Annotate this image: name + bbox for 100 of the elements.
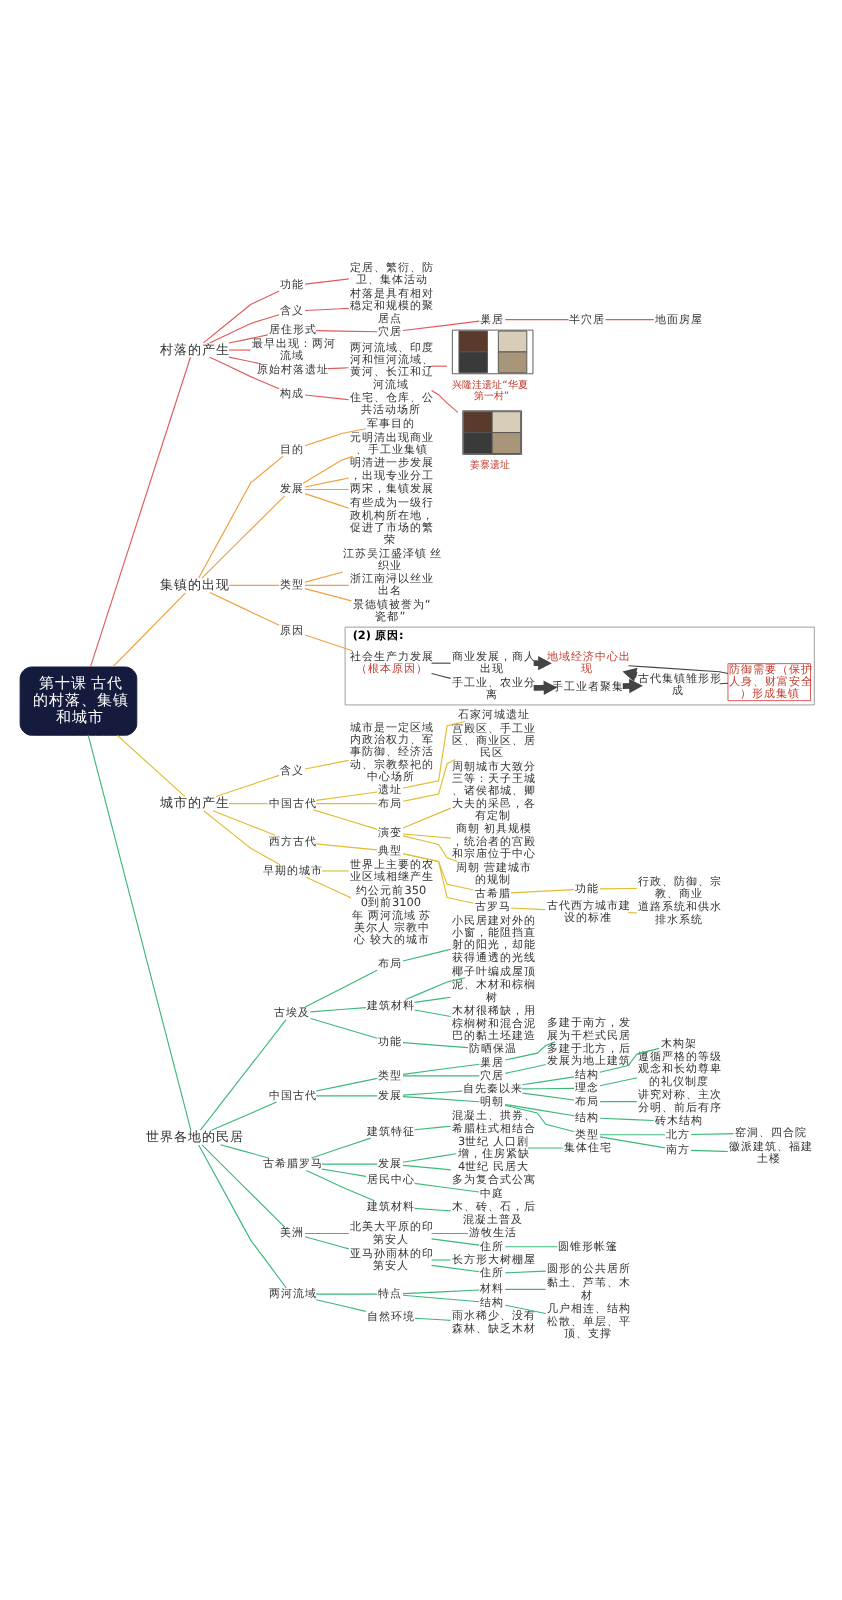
connector — [599, 1135, 666, 1148]
connector — [690, 1148, 729, 1152]
connector — [402, 1095, 480, 1102]
connector — [315, 1094, 378, 1096]
connector — [304, 492, 350, 508]
connector — [304, 476, 350, 487]
connector — [402, 1062, 480, 1074]
connector — [402, 1293, 480, 1302]
connector — [599, 1116, 655, 1121]
connector — [201, 1143, 286, 1227]
connector — [215, 773, 280, 797]
connector — [209, 313, 280, 343]
connector — [321, 869, 350, 871]
connector — [414, 1124, 452, 1130]
connector — [430, 661, 452, 663]
connector — [310, 1136, 372, 1158]
connector — [430, 1237, 480, 1245]
connector — [210, 1100, 278, 1130]
connector — [305, 875, 352, 898]
connector — [209, 590, 280, 625]
connector — [312, 808, 378, 829]
connector — [304, 393, 350, 400]
connector — [402, 1152, 457, 1162]
connector — [402, 720, 466, 788]
connector — [402, 852, 475, 903]
connector — [304, 487, 350, 490]
connector — [431, 388, 459, 412]
connector — [315, 842, 378, 850]
connector — [414, 1181, 480, 1192]
connector — [201, 494, 286, 578]
connector — [402, 947, 452, 961]
connector — [430, 1231, 469, 1233]
connector — [414, 995, 452, 1002]
connector — [304, 1231, 350, 1233]
connector — [116, 733, 186, 796]
connector — [521, 1091, 575, 1100]
connector — [599, 1133, 666, 1135]
connector — [510, 888, 575, 893]
connector — [521, 1086, 575, 1089]
connector — [304, 427, 367, 446]
connector — [305, 1168, 376, 1201]
connector — [228, 348, 252, 350]
connector — [414, 1316, 452, 1320]
connector — [510, 906, 547, 910]
connector — [315, 1298, 367, 1311]
connector — [521, 1075, 575, 1085]
connector — [321, 1162, 378, 1164]
connector — [199, 1018, 287, 1130]
connector — [212, 809, 276, 835]
connector — [228, 355, 262, 364]
connector — [402, 1288, 480, 1294]
connector — [627, 664, 729, 674]
connector — [315, 329, 378, 332]
connector — [198, 1143, 287, 1288]
connector — [504, 1062, 547, 1073]
connector — [304, 1235, 350, 1249]
connector — [605, 318, 655, 320]
connector — [310, 1006, 367, 1012]
connector — [203, 809, 281, 865]
connector — [599, 1046, 660, 1072]
connector — [430, 671, 452, 678]
connector — [414, 1206, 452, 1211]
connector — [327, 366, 350, 369]
connector — [627, 911, 638, 913]
connector — [310, 1016, 378, 1038]
connector — [315, 802, 378, 804]
connector — [690, 1132, 734, 1135]
connector — [414, 1008, 452, 1016]
connector — [228, 583, 280, 585]
connector — [198, 454, 284, 578]
connector — [402, 1163, 452, 1170]
connector — [304, 968, 378, 1007]
connector — [315, 790, 378, 800]
connector — [504, 1103, 575, 1132]
connector — [89, 355, 192, 667]
connector — [304, 633, 353, 651]
connector — [228, 802, 269, 804]
connector — [87, 733, 192, 1130]
connector — [504, 1040, 556, 1060]
connector — [402, 1089, 463, 1095]
connector — [599, 1076, 638, 1086]
connector — [599, 886, 638, 889]
connector — [304, 583, 350, 585]
connector — [402, 834, 458, 861]
connector — [504, 1303, 547, 1314]
connector — [315, 1292, 378, 1294]
connector — [405, 976, 466, 1000]
connector — [402, 832, 452, 838]
connector — [321, 1167, 367, 1176]
connector — [304, 570, 344, 582]
connector — [504, 1287, 547, 1289]
connector — [202, 289, 280, 343]
connector — [219, 1143, 269, 1158]
connector — [504, 1245, 558, 1247]
connector — [302, 454, 354, 483]
connector — [430, 1263, 480, 1272]
connector — [599, 1100, 638, 1102]
connector — [304, 277, 350, 284]
connector — [504, 1102, 575, 1116]
connector — [304, 758, 350, 769]
